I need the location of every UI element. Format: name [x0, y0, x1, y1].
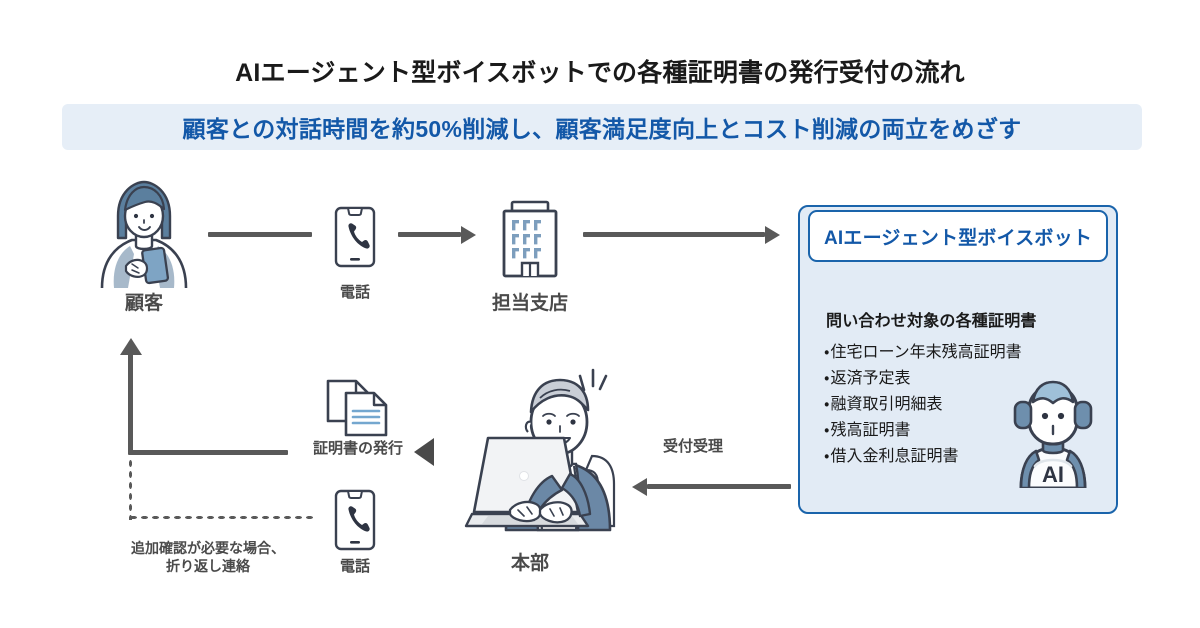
list-item-label: 返済予定表: [830, 369, 911, 387]
headquarters-illustration: [432, 364, 622, 540]
list-item-label: 住宅ローン年末残高証明書: [830, 344, 1022, 361]
phone-icon-top: [334, 206, 376, 268]
certificate-document-icon: [326, 379, 388, 437]
connector-customer-to-phone: [208, 232, 312, 237]
callback-connector-horizontal: [128, 515, 316, 520]
connector-branch-to-voicebot: [583, 232, 765, 237]
list-item-label: 融資取引明細表: [830, 395, 943, 413]
subtitle-band: [62, 104, 1142, 150]
arrowhead-return-to-customer: [119, 338, 142, 355]
label-phone-bottom: 電話: [339, 558, 370, 575]
svg-text:AI: AI: [1042, 462, 1064, 487]
list-item: ・住宅ローン年末残高証明書: [824, 340, 1054, 366]
list-item: ・融資取引明細表: [824, 392, 1054, 418]
subtitle-text: 顧客との対話時間を約50%削減し、顧客満足度向上とコスト削減の両立をめざす: [182, 116, 1022, 142]
page-title: AIエージェント型ボイスボットでの各種証明書の発行受付の流れ: [235, 59, 965, 87]
branch-building-icon: [496, 200, 564, 278]
list-bullet: ・: [824, 369, 830, 387]
voicebot-panel-header-text: AIエージェント型ボイスボット: [823, 227, 1093, 249]
connector-voicebot-to-headquarters: [647, 484, 791, 489]
label-callback-note: 追加確認が必要な場合、 折り返し連絡: [131, 540, 285, 574]
list-bullet: ・: [824, 421, 830, 439]
voicebot-panel-header: AIエージェント型ボイスボット: [808, 210, 1108, 262]
label-acceptance: 受付受理: [662, 438, 723, 455]
connector-return-horizontal: [128, 450, 288, 455]
arrowhead-phone-to-branch: [461, 225, 476, 244]
voicebot-panel-subtitle: 問い合わせ対象の各種証明書: [826, 313, 1037, 330]
list-item: ・返済予定表: [824, 366, 1054, 392]
arrowhead-to-certificate: [414, 438, 434, 466]
label-phone-top: 電話: [339, 284, 370, 301]
arrowhead-branch-to-voicebot: [765, 225, 780, 244]
label-headquarters: 本部: [510, 553, 549, 574]
connector-return-vertical: [128, 354, 133, 454]
list-bullet: ・: [824, 395, 830, 413]
customer-illustration: [82, 176, 206, 288]
connector-phone-to-branch: [398, 232, 461, 237]
list-item: ・残高証明書: [824, 418, 1054, 444]
label-customer: 顧客: [124, 293, 163, 314]
list-item-label: 借入金利息証明書: [830, 447, 959, 465]
ai-robot-icon: AI: [1003, 376, 1103, 488]
label-certificate-issue: 証明書の発行: [312, 440, 403, 457]
list-item: ・借入金利息証明書: [824, 444, 1054, 470]
label-branch: 担当支店: [491, 293, 568, 314]
list-item-label: 残高証明書: [830, 421, 911, 439]
certificate-list: ・住宅ローン年末残高証明書 ・返済予定表 ・融資取引明細表 ・残高証明書 ・借入…: [824, 340, 1054, 470]
list-bullet: ・: [824, 447, 830, 465]
list-bullet: ・: [824, 344, 830, 361]
arrowhead-voicebot-to-headquarters: [632, 477, 647, 496]
phone-icon-bottom: [334, 489, 376, 551]
callback-connector-vertical: [128, 458, 133, 520]
